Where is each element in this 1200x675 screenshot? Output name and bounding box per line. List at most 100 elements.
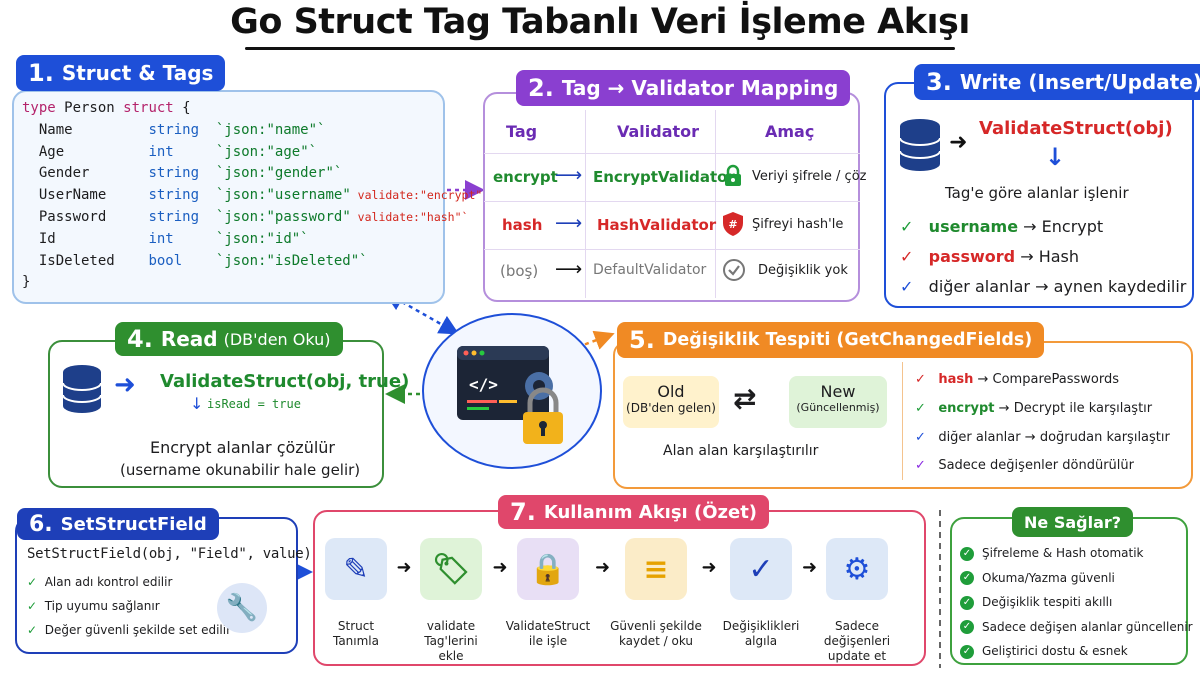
flow-step-line: Struct: [337, 619, 375, 633]
set-field-signature: SetStructField(obj, "Field", value): [27, 546, 312, 562]
field-tag: `json:"id"`: [215, 230, 309, 247]
field-name: Age: [38, 143, 65, 160]
purpose-default: Değişiklik yok: [758, 263, 848, 278]
write-item-password: ✓ password → Hash: [900, 247, 1079, 266]
check-icon: ✓: [900, 277, 914, 296]
struct-field-line: Age int `json:"age"`: [22, 144, 317, 160]
gear-icon: ⚙: [826, 538, 888, 600]
check-icon: ✓: [960, 620, 974, 634]
badge-label: Kullanım Akışı (Özet): [543, 501, 758, 523]
col-divider: [715, 110, 716, 298]
item-text: Değer güvenli şekilde set edilir: [44, 623, 232, 637]
arrow-center-p5: [569, 330, 615, 352]
badge-number: 7.: [510, 498, 536, 526]
swap-arrows-icon: ⇄: [733, 382, 757, 415]
arrow-right-icon: ➜: [701, 557, 717, 578]
lock-icon: [725, 164, 741, 186]
item-action: Sadece değişenler döndürülür: [938, 458, 1134, 473]
benefit-text: Değişiklik tespiti akıllı: [982, 595, 1113, 609]
flow-step-line: Tag'lerini: [424, 634, 478, 648]
badge-label: Değişiklik Tespiti (GetChangedFields): [662, 330, 1033, 350]
page-title: Go Struct Tag Tabanlı Veri İşleme Akışı: [230, 2, 970, 42]
arrow-down-icon: ↓: [1045, 143, 1066, 171]
database-icon-glyph: ≡: [643, 551, 669, 587]
field-tag: `json:"gender"`: [215, 165, 343, 182]
write-item-username: ✓ username → Encrypt: [900, 217, 1103, 236]
write-item-others: ✓ diğer alanlar → aynen kaydedilir: [900, 277, 1186, 296]
code-close: }: [22, 274, 31, 291]
badge-label: SetStructField: [60, 513, 207, 535]
tag-icon-glyph: 🏷: [431, 551, 471, 587]
field-type: string: [148, 208, 200, 225]
compare-text: Alan alan karşılaştırılır: [663, 443, 819, 459]
document-check-icon-glyph: ✓: [748, 551, 774, 587]
flow-step-line: update et: [827, 649, 887, 663]
check-icon: ✓: [27, 599, 38, 613]
arrow-right-icon: ➜: [396, 557, 412, 578]
purpose-hash: Şifreyi hash'le: [752, 217, 844, 232]
badge-read: 4. Read (DB'den Oku): [115, 322, 343, 356]
benefit-text: Okuma/Yazma güvenli: [982, 570, 1115, 585]
benefit-text: Sadece değişen alanlar güncellenir: [982, 619, 1193, 634]
item-text: Tip uyumu sağlanır: [44, 599, 160, 613]
change-item-others: ✓ diğer alanlar → doğrudan karşılaştır: [915, 430, 1170, 445]
old-subtitle: (DB'den gelen): [626, 401, 716, 415]
field-name: Id: [38, 230, 56, 247]
item-field: hash: [938, 372, 974, 387]
field-name: Password: [38, 208, 107, 225]
badge-sublabel: (DB'den Oku): [223, 329, 331, 349]
badge-struct-tags: 1. Struct & Tags: [16, 55, 226, 91]
check-icon: ✓: [960, 546, 974, 561]
check-icon: ✓: [915, 401, 926, 416]
arrow-icon: →: [1024, 430, 1036, 445]
check-icon: ✓: [900, 217, 914, 236]
badge-number: 4.: [127, 325, 153, 353]
purpose-encrypt: Veriyi şifrele / çöz: [752, 169, 867, 184]
arrow-right-icon: ➜: [949, 130, 968, 155]
arrow-right-icon: ➜: [802, 557, 818, 578]
panel5-divider: [902, 362, 903, 480]
code-keyword: type: [22, 100, 56, 116]
field-name: Gender: [38, 165, 90, 182]
field-tag: `json:"password": [215, 208, 351, 225]
arrow-icon: →: [998, 401, 1010, 416]
tag-hash: hash: [502, 216, 543, 234]
check-icon: ✓: [900, 247, 914, 266]
check-icon: ✓: [915, 430, 926, 445]
svg-text:</>: </>: [469, 375, 498, 394]
arrow-icon: →: [977, 372, 989, 387]
old-box: Old (DB'den gelen): [623, 376, 719, 428]
badge-change-detection: 5. Değişiklik Tespiti (GetChangedFields): [617, 322, 1045, 358]
badge-set-struct-field: 6. SetStructField: [17, 508, 219, 540]
check-icon: ✓: [960, 571, 974, 585]
old-title: Old: [657, 382, 685, 401]
tag-encrypt: encrypt: [493, 168, 558, 186]
new-title: New: [820, 382, 856, 401]
col-header-purpose: Amaç: [765, 122, 815, 141]
badge-label: Tag → Validator Mapping: [561, 76, 839, 100]
badge-number: 5.: [629, 326, 655, 354]
field-type: int: [148, 230, 174, 247]
change-item-hash: ✓ hash → ComparePasswords: [915, 372, 1119, 387]
validator-hash: HashValidator: [597, 216, 717, 234]
benefit-text: Geliştirici dostu & esnek: [982, 644, 1128, 658]
field-validate-tag: validate:"hash"`: [350, 209, 469, 224]
database-icon: ≡: [625, 538, 687, 600]
panel-tag-validator-mapping: [483, 92, 860, 302]
badge-benefits: Ne Sağlar?: [1012, 507, 1134, 537]
shield-lock-icon-glyph: 🔒: [529, 551, 567, 587]
flow-step-line: Değişiklikleri: [722, 619, 800, 633]
item-action: aynen kaydedilir: [1053, 277, 1187, 296]
change-item-encrypt: ✓ encrypt → Decrypt ile karşılaştır: [915, 401, 1152, 416]
field-type: string: [148, 165, 200, 182]
item-field: username: [928, 217, 1019, 236]
item-field: password: [928, 247, 1016, 266]
field-name: Name: [38, 121, 73, 138]
tag-icon: 🏷: [420, 538, 482, 600]
tag-empty: (boş): [500, 262, 539, 280]
badge-label: Ne Sağlar?: [1024, 512, 1122, 532]
